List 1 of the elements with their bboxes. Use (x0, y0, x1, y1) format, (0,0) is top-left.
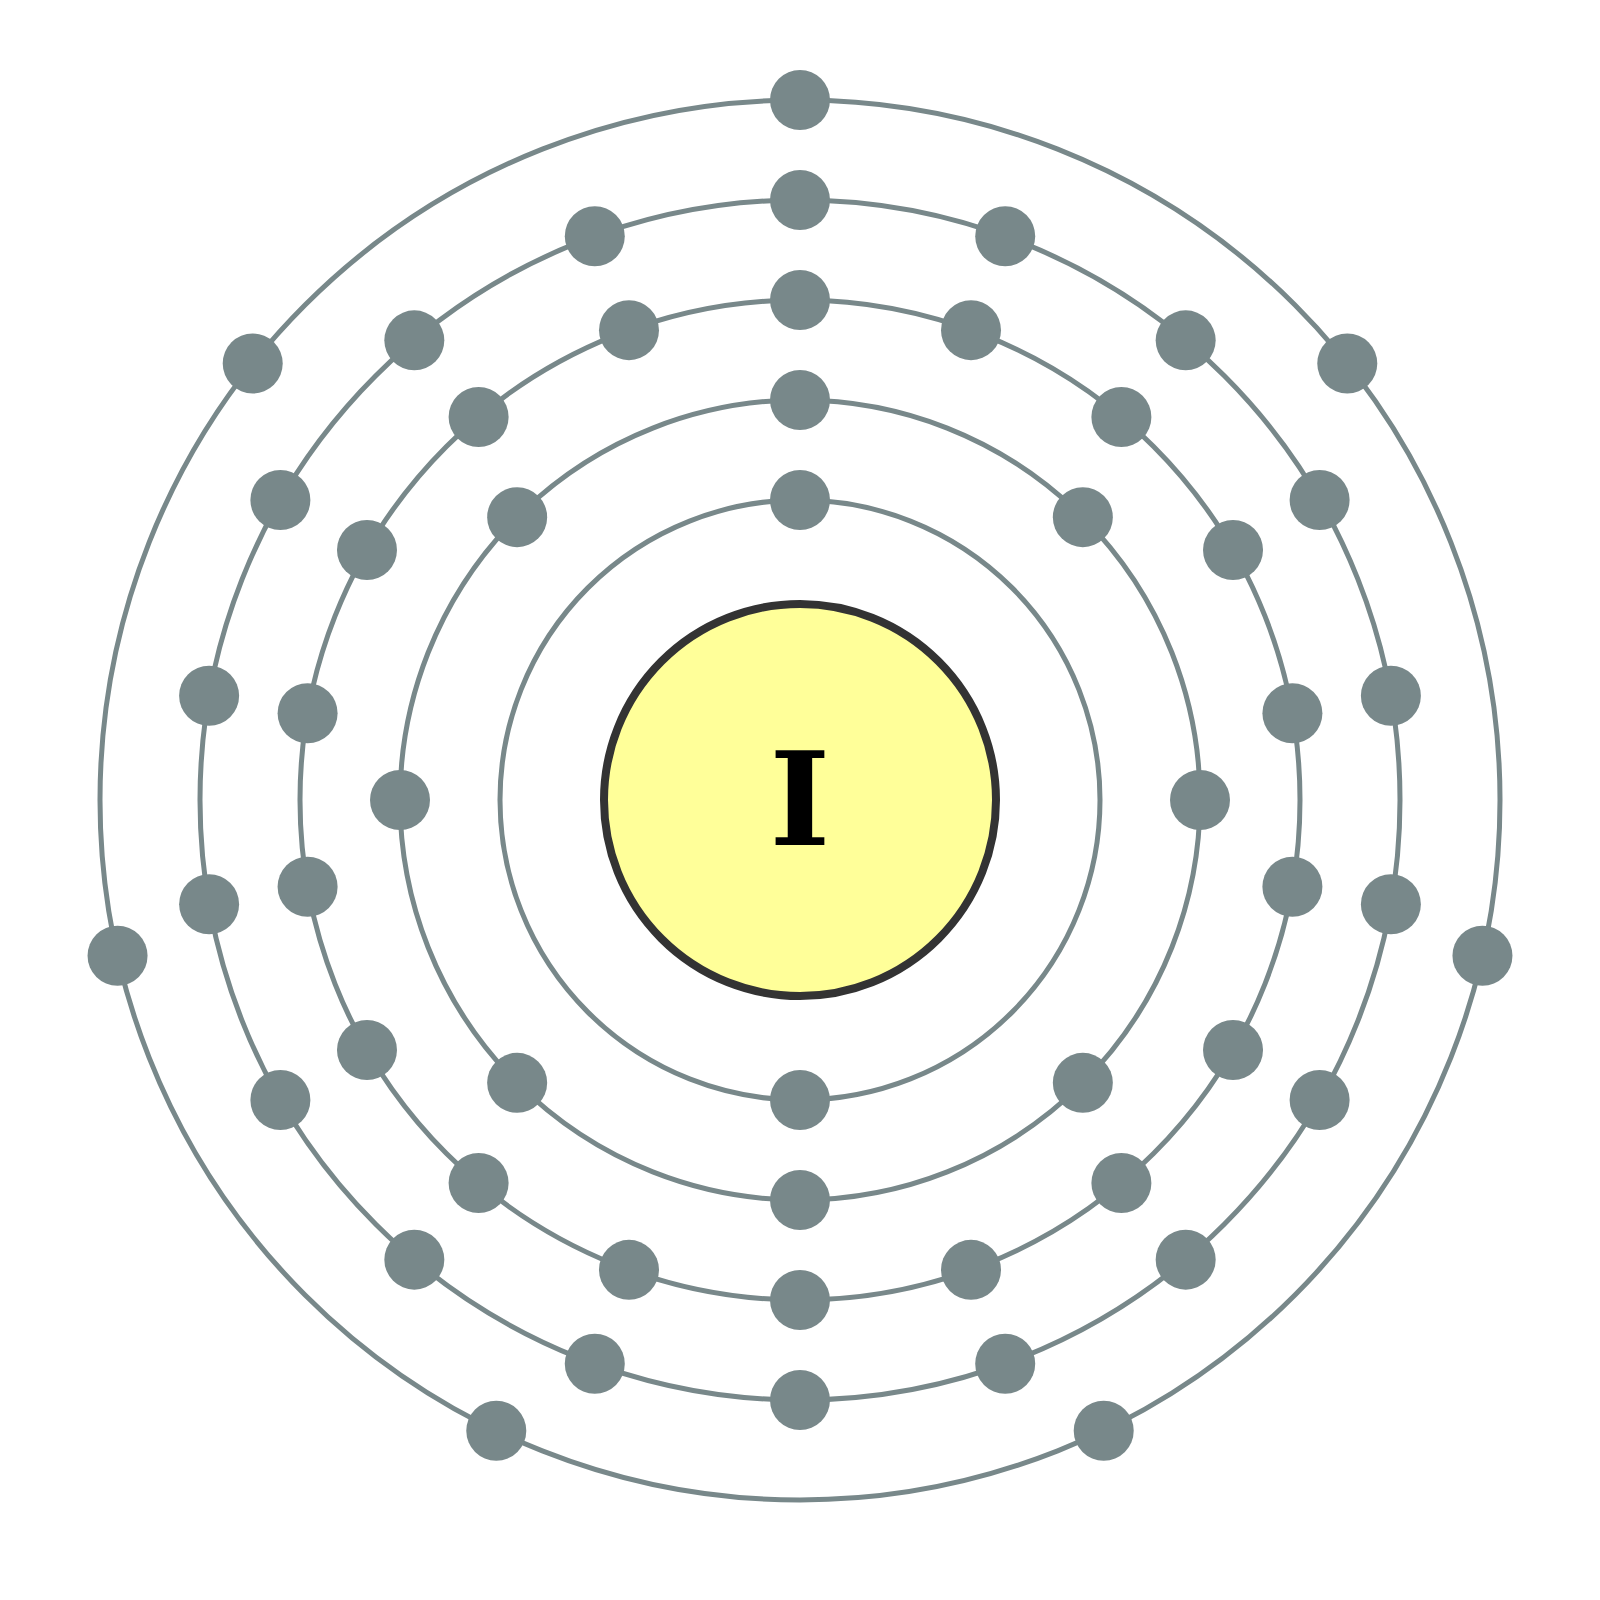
element-symbol: I (769, 735, 831, 865)
